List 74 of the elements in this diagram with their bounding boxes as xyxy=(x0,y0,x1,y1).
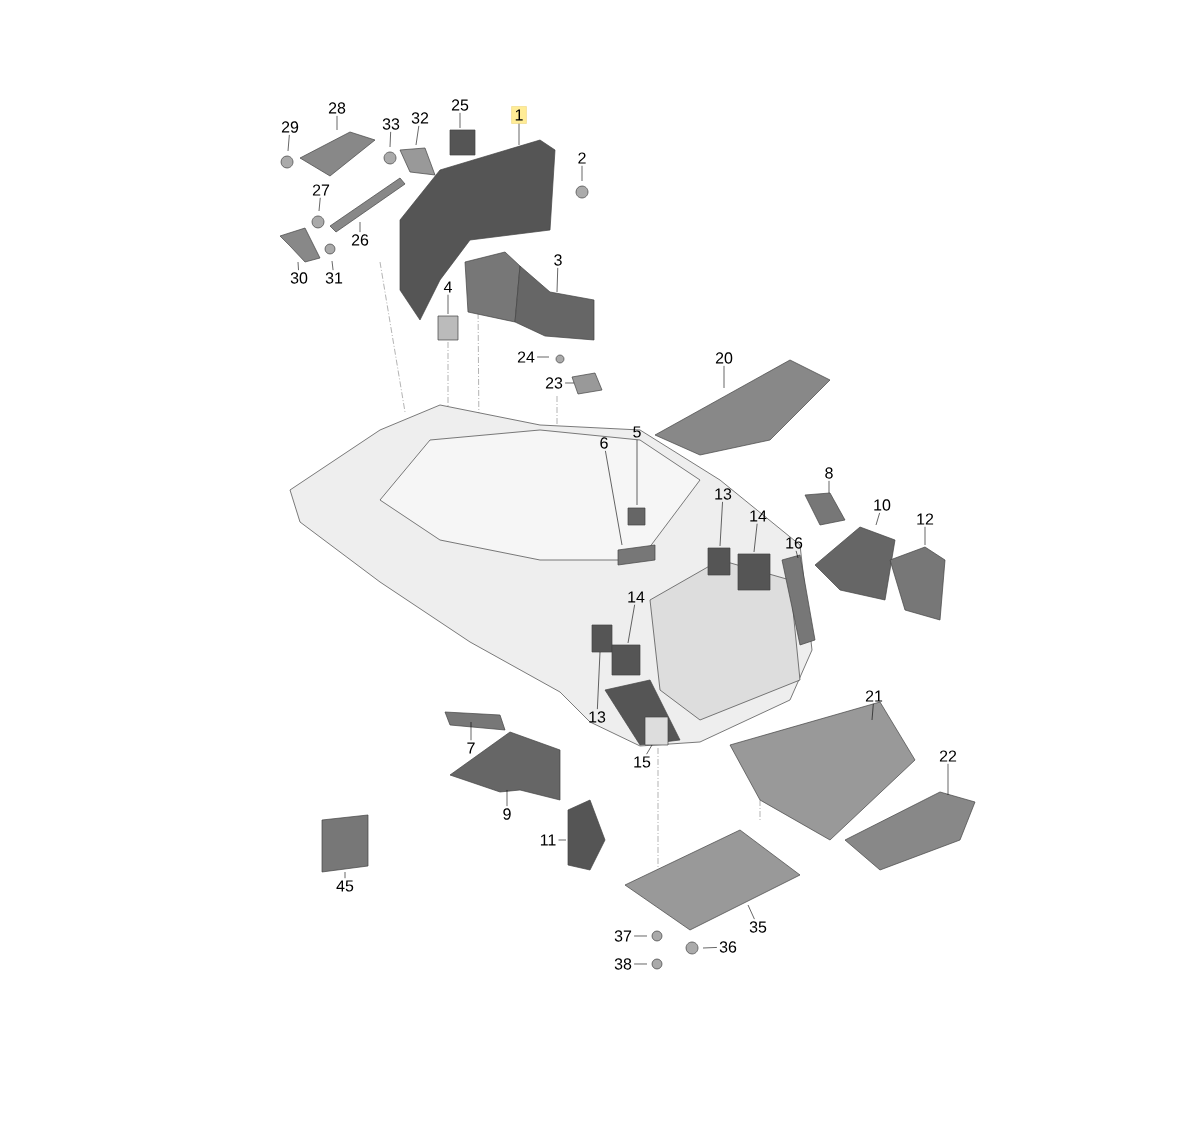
callout-number: 27 xyxy=(312,184,330,196)
leader-line xyxy=(871,703,874,721)
leader-line xyxy=(636,439,638,506)
callout-number: 21 xyxy=(865,690,883,702)
callout-number: 7 xyxy=(467,742,475,754)
leader-line xyxy=(875,512,880,526)
callout-number: 33 xyxy=(382,118,400,130)
leader-line xyxy=(753,523,758,553)
leader-line xyxy=(389,131,391,148)
leader-line xyxy=(518,123,520,146)
leader-line xyxy=(336,115,338,131)
callout-number: 24 xyxy=(517,351,535,363)
callout-number: 28 xyxy=(328,102,346,114)
callout-number: 5 xyxy=(633,426,641,438)
callout-number: 31 xyxy=(325,272,343,284)
callout-number: 2 xyxy=(578,152,586,164)
leader-line xyxy=(556,267,559,293)
callout-number: 4 xyxy=(443,281,452,293)
leader-line xyxy=(558,839,567,841)
callout-number: 10 xyxy=(874,499,891,511)
callout-number: 13 xyxy=(589,711,606,723)
callout-number: 25 xyxy=(451,99,469,111)
leader-line xyxy=(947,763,949,796)
leader-line xyxy=(795,550,799,559)
callout-number: 35 xyxy=(749,921,767,933)
callout-number: 26 xyxy=(351,234,369,246)
callout-number: 9 xyxy=(503,808,511,820)
leader-line xyxy=(287,134,290,152)
callout-number: 11 xyxy=(540,834,556,846)
callout-number: 22 xyxy=(939,750,957,762)
leader-line xyxy=(470,721,472,741)
leader-line xyxy=(536,356,550,358)
leader-line xyxy=(633,935,648,937)
leader-line xyxy=(633,963,648,965)
callout-number: 38 xyxy=(614,958,632,970)
leader-line xyxy=(318,197,321,212)
leader-line xyxy=(828,480,830,494)
callout-number: 14 xyxy=(750,510,767,522)
leader-line xyxy=(605,450,623,546)
callout-number: 36 xyxy=(719,941,737,953)
callout-number: 23 xyxy=(545,377,563,389)
leader-line xyxy=(506,789,508,807)
callout-number: 1 xyxy=(511,106,527,124)
leader-line xyxy=(564,382,575,384)
leader-line xyxy=(331,260,334,271)
callout-number: 12 xyxy=(917,513,934,525)
callout-number: 13 xyxy=(715,488,732,500)
callout-number: 20 xyxy=(715,352,733,364)
leader-line xyxy=(344,871,346,879)
callout-number: 29 xyxy=(281,121,299,133)
leader-line xyxy=(627,604,635,644)
leader-line xyxy=(459,112,461,129)
callout-number: 30 xyxy=(290,272,308,284)
leader-line xyxy=(702,947,718,949)
leader-line xyxy=(359,221,361,233)
leader-line xyxy=(415,125,420,146)
leader-line xyxy=(447,294,449,315)
callout-number: 6 xyxy=(600,437,608,449)
callout-number: 8 xyxy=(825,467,833,479)
leader-line xyxy=(723,365,725,389)
leader-line xyxy=(719,501,723,547)
callout-number: 16 xyxy=(786,537,803,549)
callout-number: 15 xyxy=(634,756,651,768)
callout-number: 37 xyxy=(614,930,632,942)
leader-line xyxy=(924,526,926,546)
callout-number: 14 xyxy=(628,591,645,603)
leader-line xyxy=(581,165,583,182)
leader-line xyxy=(747,904,755,920)
callout-number: 45 xyxy=(336,880,354,892)
callout-number: 32 xyxy=(411,112,429,124)
callout-number: 3 xyxy=(554,254,562,266)
leader-line xyxy=(297,261,299,271)
leader-line xyxy=(646,744,653,755)
leader-line xyxy=(597,651,601,710)
